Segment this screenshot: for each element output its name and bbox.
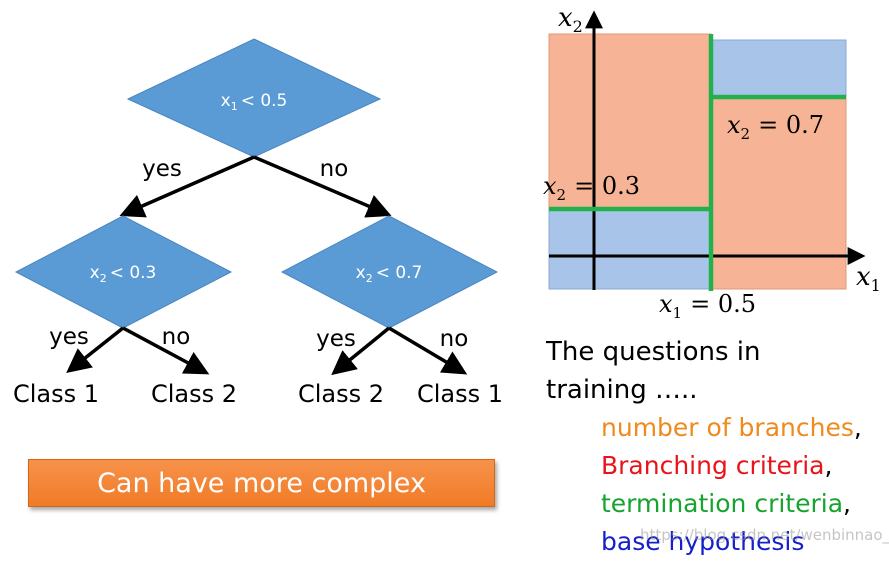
region-left-top — [548, 33, 712, 210]
question-item-branching-criteria: Branching criteria, — [546, 447, 886, 485]
questions-intro-line-1: The questions in — [546, 337, 761, 367]
region-right-top — [710, 39, 847, 98]
watermark: https://blog.csdn.net/wenbinnao_2001 — [640, 526, 889, 544]
question-item-suffix: , — [843, 489, 851, 518]
decision-tree: x1< 0.5 yes no x2< 0.3 x2< 0.7 yes no ye… — [13, 38, 503, 408]
leaf-class-2-right: Class 2 — [298, 380, 384, 408]
region-left-bottom — [548, 208, 712, 290]
training-questions-list: The questions in training ….. number of … — [546, 333, 886, 561]
question-item-suffix: , — [853, 413, 862, 442]
edge-label-left-yes: yes — [49, 324, 89, 350]
edge-label-root-yes: yes — [142, 156, 182, 182]
question-item-text: Branching criteria — [601, 451, 825, 480]
leaf-class-1-right: Class 1 — [417, 380, 503, 408]
question-item-termination-criteria: termination criteria, — [546, 485, 886, 523]
question-item-text: termination criteria — [601, 489, 844, 518]
edge-right-yes — [331, 326, 391, 376]
leaf-class-2-left: Class 2 — [151, 380, 237, 408]
split-label-x1: x1= 0.5 — [659, 290, 756, 322]
more-complex-questions-banner: Can have more complex questions — [28, 459, 495, 547]
leaf-class-1-left: Class 1 — [13, 380, 99, 408]
question-item-base-hypothesis: base hypothesis — [546, 523, 886, 561]
edge-label-right-yes: yes — [316, 326, 356, 352]
split-label-x2-left: x2= 0.3 — [543, 172, 640, 204]
edge-label-right-no: no — [440, 326, 469, 352]
x-axis-label: x1 — [856, 262, 881, 295]
edge-left-no — [122, 326, 210, 375]
question-item-branches: number of branches, — [546, 409, 886, 447]
left-node-label: x2< 0.3 — [90, 263, 157, 285]
question-item-suffix: , — [824, 451, 833, 480]
edge-label-left-no: no — [162, 324, 191, 350]
questions-intro-line-2: training ….. — [546, 375, 698, 405]
split-label-x2-right: x2= 0.7 — [727, 111, 824, 143]
question-item-text: number of branches — [601, 413, 854, 442]
edge-root-no — [253, 155, 392, 218]
edge-root-yes — [119, 155, 255, 218]
edge-label-root-no: no — [320, 156, 349, 182]
edge-right-no — [388, 326, 468, 375]
root-node-label: x1< 0.5 — [221, 91, 288, 113]
question-item-text: base hypothesis — [601, 527, 805, 556]
y-axis-label: x2 — [558, 3, 583, 36]
partition-plot: x2 x1 x1= 0.5 x2= 0.3 x2= 0.7 — [543, 3, 881, 322]
edge-left-yes — [66, 326, 125, 374]
right-node-label: x2< 0.7 — [356, 263, 423, 285]
